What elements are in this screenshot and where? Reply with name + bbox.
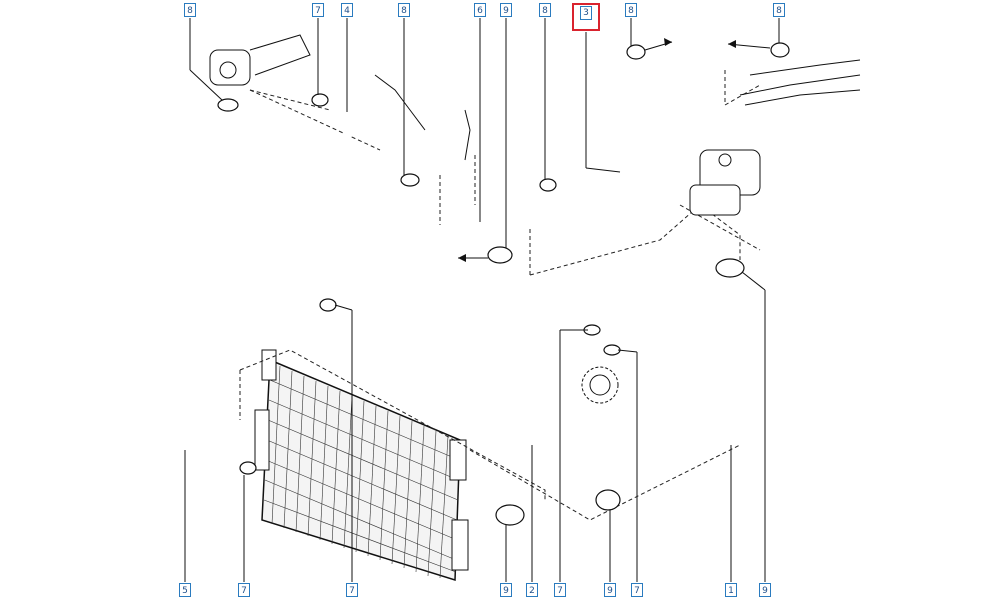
callout-bottom-2[interactable]: 7 [238, 583, 250, 597]
callout-bottom-6[interactable]: 7 [554, 583, 566, 597]
callout-top-10[interactable]: 8 [773, 3, 785, 17]
callout-top-8-selected[interactable]: 3 [572, 3, 600, 31]
callout-top-2[interactable]: 7 [312, 3, 324, 17]
callout-bottom-4[interactable]: 9 [500, 583, 512, 597]
callout-top-7[interactable]: 8 [539, 3, 551, 17]
callout-bottom-5[interactable]: 2 [526, 583, 538, 597]
callout-top-5[interactable]: 6 [474, 3, 486, 17]
thermostat-housing [689, 149, 761, 216]
callout-bottom-9[interactable]: 1 [725, 583, 737, 597]
callout-top-9[interactable]: 8 [625, 3, 637, 17]
callout-top-6[interactable]: 9 [500, 3, 512, 17]
callout-bottom-3[interactable]: 7 [346, 583, 358, 597]
callout-top-4[interactable]: 8 [398, 3, 410, 17]
callout-top-3[interactable]: 4 [341, 3, 353, 17]
selected-part-label: 3 [580, 6, 592, 20]
callout-bottom-8[interactable]: 7 [631, 583, 643, 597]
radiator [254, 349, 469, 582]
pump-gasket [581, 366, 619, 404]
callout-top-1[interactable]: 8 [184, 3, 196, 17]
callout-bottom-10[interactable]: 9 [759, 583, 771, 597]
callout-bottom-1[interactable]: 5 [179, 583, 191, 597]
callout-leaders [184, 18, 780, 582]
upper-connector [209, 34, 311, 86]
callout-bottom-7[interactable]: 9 [604, 583, 616, 597]
clamps [217, 42, 790, 526]
